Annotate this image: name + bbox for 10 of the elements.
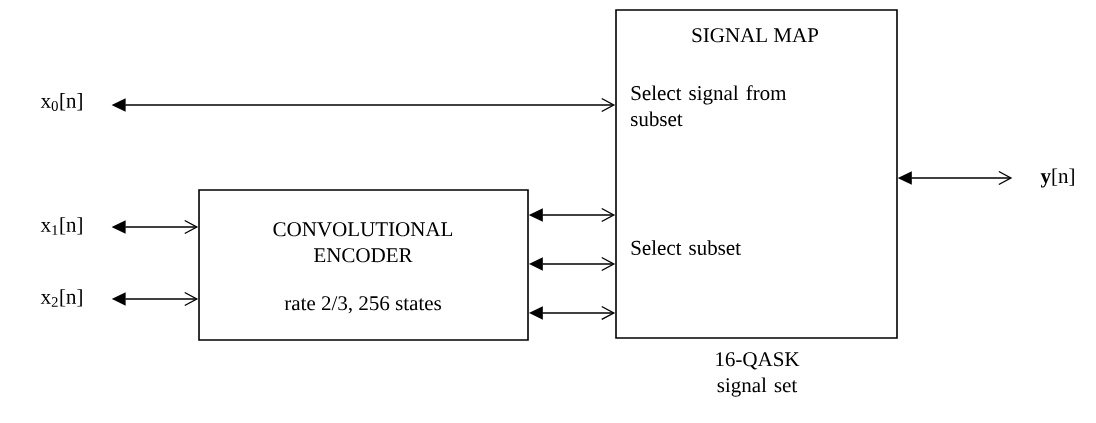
box-text: SIGNAL MAP: [692, 28, 818, 43]
box-text: Select signal from subset: [631, 85, 787, 127]
signal-label: x$_{1}$[n]: [40, 217, 82, 235]
signal-label: x$_{0}$[n]: [40, 93, 82, 111]
box-text: rate 2/3, 256 states: [284, 296, 441, 314]
box-text: CONVOLUTIONAL ENCODER: [273, 222, 453, 263]
signal-label: y[n]: [1040, 168, 1074, 188]
box-text: Select subset: [631, 240, 741, 255]
signal-label: x$_{2}$[n]: [40, 289, 82, 307]
caption-text: 16-QASK signal set: [716, 352, 800, 397]
